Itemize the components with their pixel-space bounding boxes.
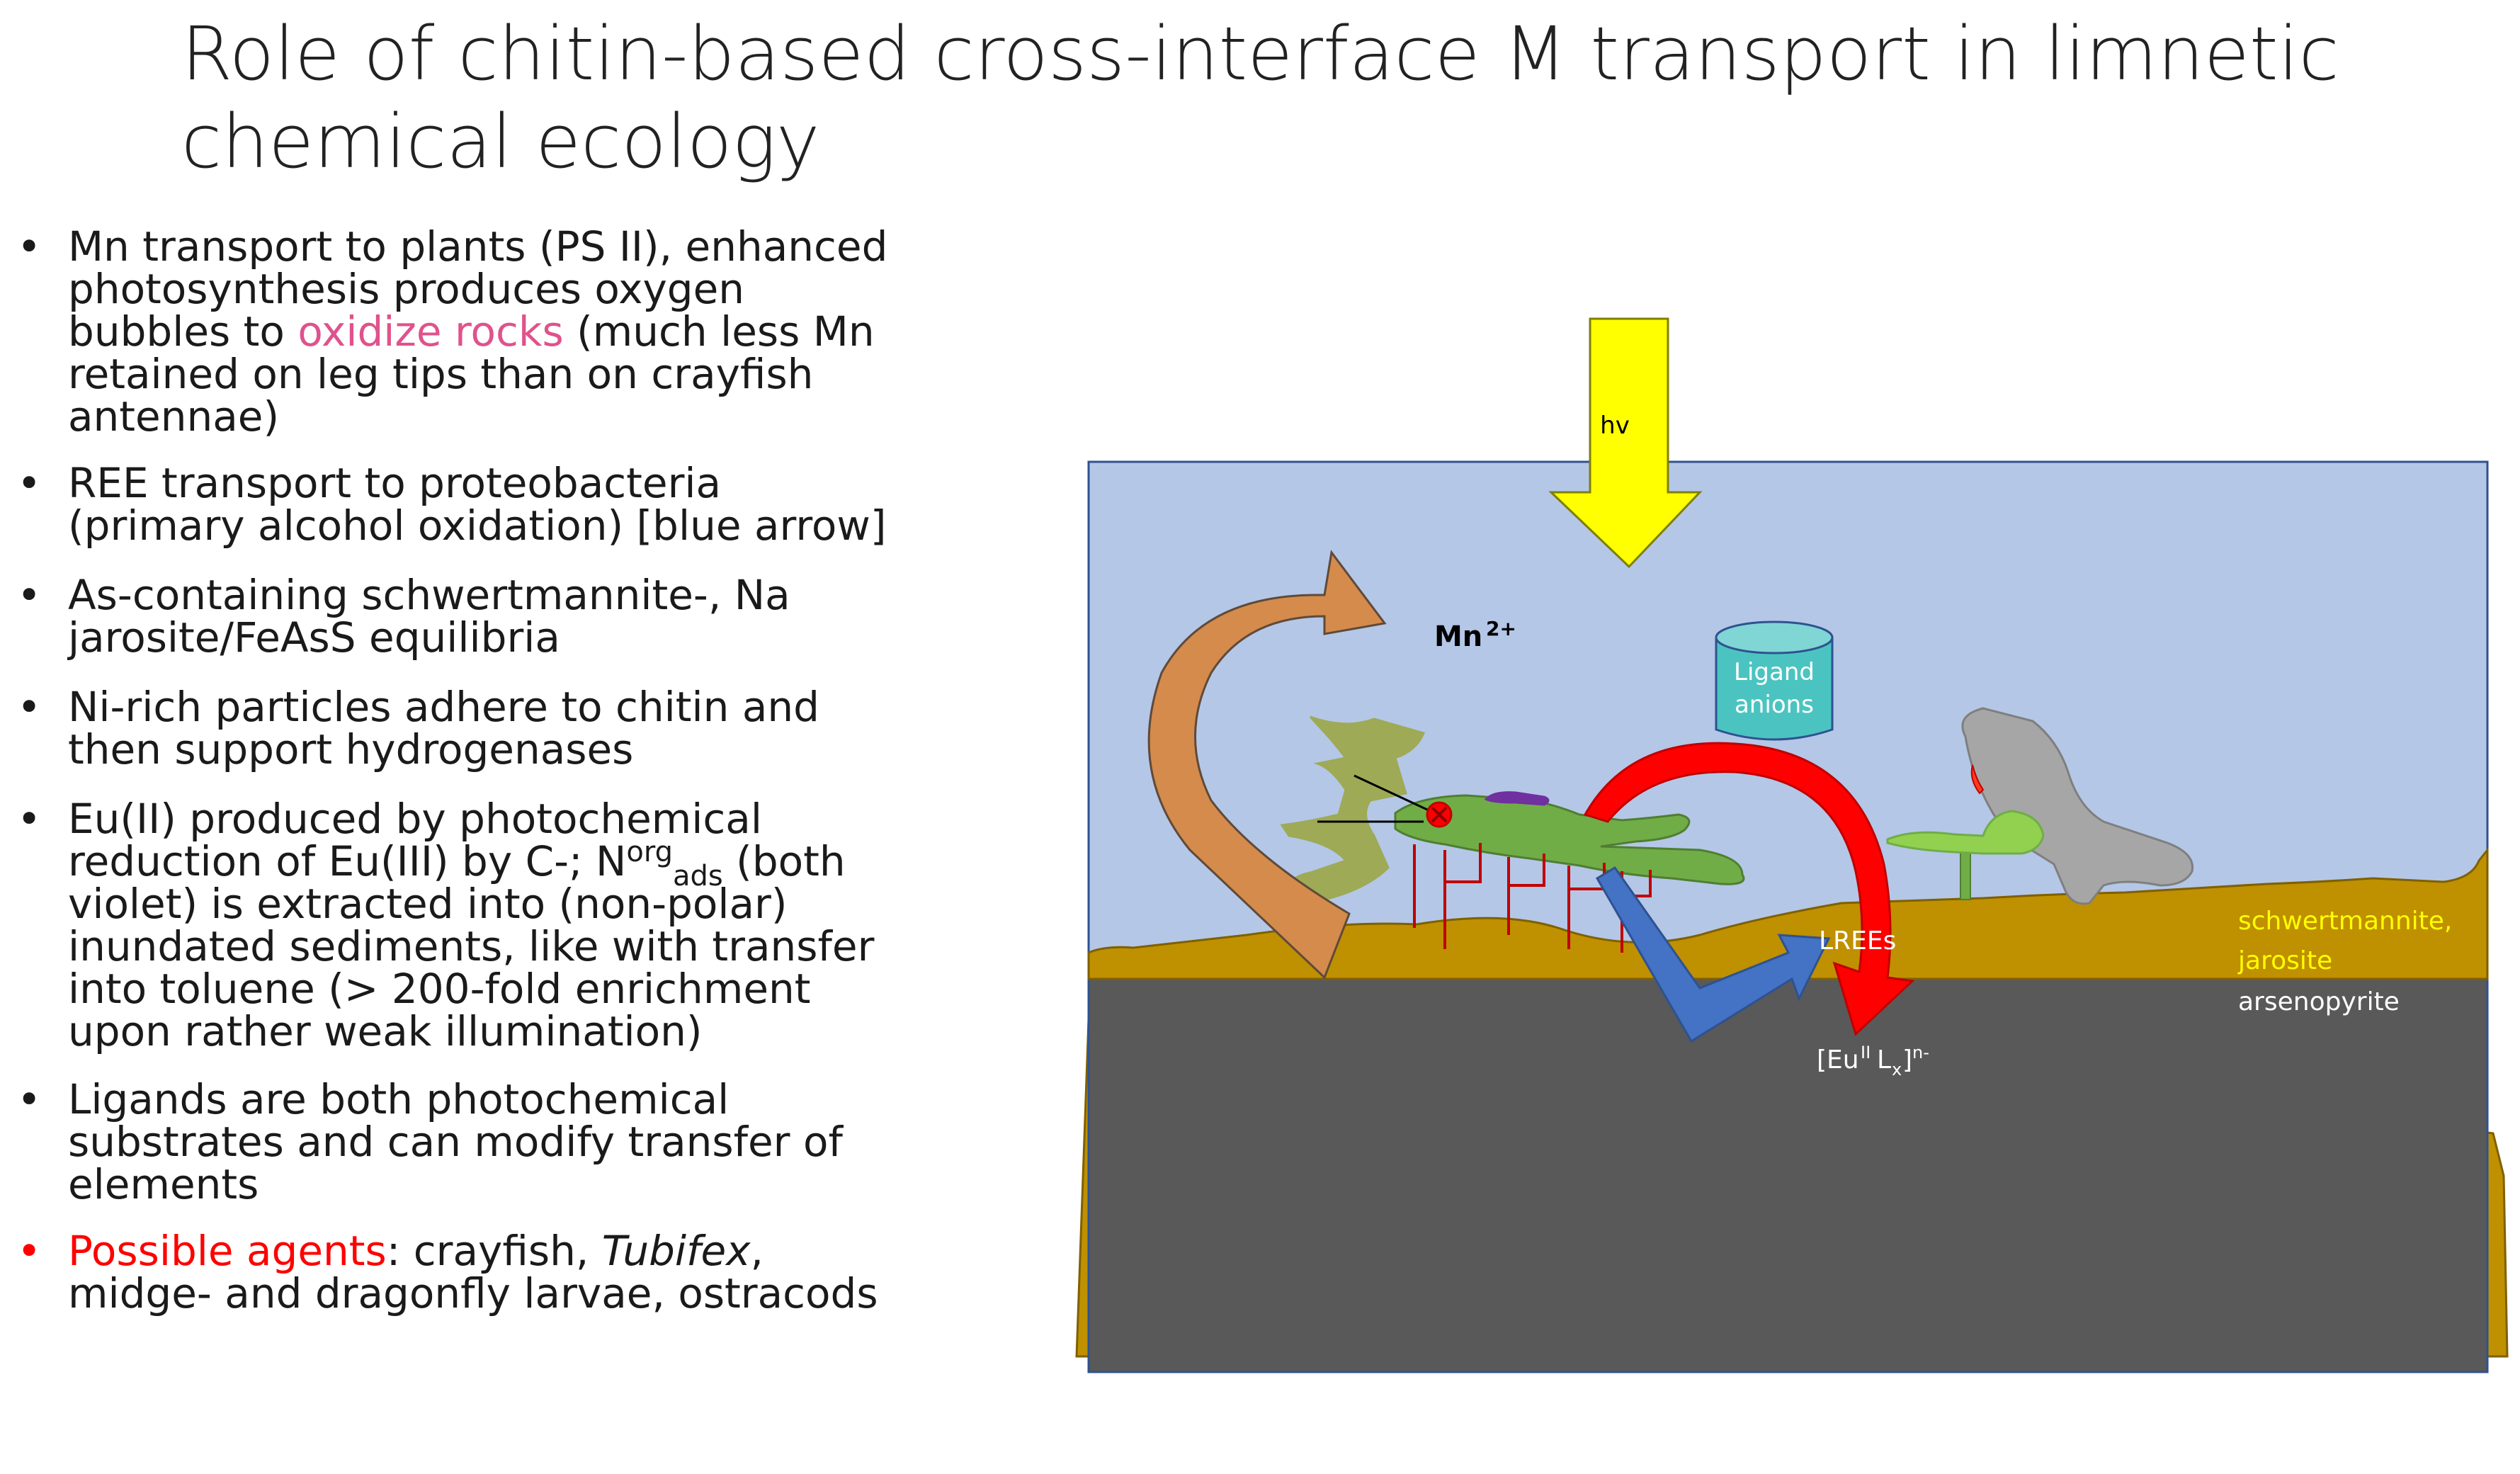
eu-complex-label: [Eu II L x ] n- [1817, 1043, 1929, 1079]
bullet-agents: Possible agents: crayfish, Tubifex, midg… [14, 1230, 892, 1315]
ligand-label-line1: Ligand [1734, 658, 1815, 686]
bullet-ligands-text: Ligands are both photochemical substrate… [68, 1075, 843, 1208]
bullet-ni-particles: Ni-rich particles adhere to chitin and t… [14, 686, 892, 771]
bullet-list: Mn transport to plants (PS II), enhanced… [14, 225, 892, 1315]
plant-leaves [1886, 810, 2045, 855]
eu-label-main: [Eu [1817, 1045, 1859, 1075]
eu-label-sup: II [1861, 1043, 1871, 1062]
bullet-agents-italic: Tubifex [601, 1227, 751, 1275]
bullet-mn-text-b: (much less Mn retained on leg tips than … [68, 307, 875, 441]
ree-transport-arrow [1595, 866, 1831, 1043]
plant-stem [1960, 846, 1971, 900]
bullet-mn-highlight: oxidize rocks [297, 307, 564, 356]
mn-charge: 2+ [1486, 617, 1516, 640]
eu-label-close: ] [1902, 1045, 1912, 1075]
arsenopyrite-label: arsenopyrite [2238, 987, 2400, 1016]
bullet-mn-transport: Mn transport to plants (PS II), enhanced… [14, 225, 892, 438]
slide-title: Role of chitin-based cross-interface M t… [181, 11, 2339, 185]
bullet-eu-extraction: Eu(II) produced by photochemical reducti… [14, 798, 892, 1053]
mn-label: Mn [1434, 620, 1482, 653]
sediment-layer [1087, 846, 2489, 980]
bullet-mn-text-a: Mn transport to plants (PS II), enhanced… [68, 222, 888, 356]
eu-label-charge: n- [1912, 1043, 1929, 1062]
sunlight-arrow [1548, 317, 1703, 569]
ligand-label-line2: anions [1735, 691, 1814, 719]
bullet-agents-highlight: Possible agents [68, 1227, 387, 1275]
bullet-agents-text-a: : crayfish, [386, 1227, 602, 1275]
schwertmannite-label: schwertmannite, [2238, 907, 2452, 936]
eye-cross [1431, 806, 1448, 823]
eu-label-l: L [1877, 1045, 1891, 1075]
bullet-eu-text-a: Eu(II) produced by photochemical reducti… [68, 795, 762, 885]
mn-transport-arrow [1147, 550, 1387, 980]
eu-reduction-arrow [1583, 742, 1915, 1036]
violet-coating [1484, 791, 1550, 806]
bullet-ligands: Ligands are both photochemical substrate… [14, 1078, 892, 1206]
bullet-eu-sup: org [626, 836, 673, 868]
bullet-as-equilibria: As-containing schwertmannite-, Na jarosi… [14, 574, 892, 659]
antenna-upper [1353, 774, 1428, 811]
bedrock-layer [1087, 977, 2489, 1373]
bullet-ni-text: Ni-rich particles adhere to chitin and t… [68, 683, 819, 773]
hv-label: hv [1600, 412, 1630, 440]
bullet-eu-text-b: (both violet) is extracted into (non-pol… [68, 837, 875, 1055]
ligand-cylinder [1715, 620, 1834, 741]
bullet-eu-sub: ads [673, 860, 723, 892]
bullet-as-text: As-containing schwertmannite-, Na jarosi… [68, 571, 790, 662]
jarosite-label: jarosite [2237, 946, 2332, 975]
crayfish-body [1394, 794, 1745, 885]
oxidized-rock-spot [1970, 764, 1985, 795]
lrees-label: LREEs [1819, 926, 1896, 956]
bullet-ree-transport: REE transport to proteobacteria (primary… [14, 462, 892, 547]
bullet-ree-text: REE transport to proteobacteria (primary… [68, 459, 887, 550]
bullet-agents-text-b: , midge- and dragonfly larvae, ostracods [68, 1227, 878, 1317]
eu-label-sub: x [1892, 1060, 1902, 1079]
